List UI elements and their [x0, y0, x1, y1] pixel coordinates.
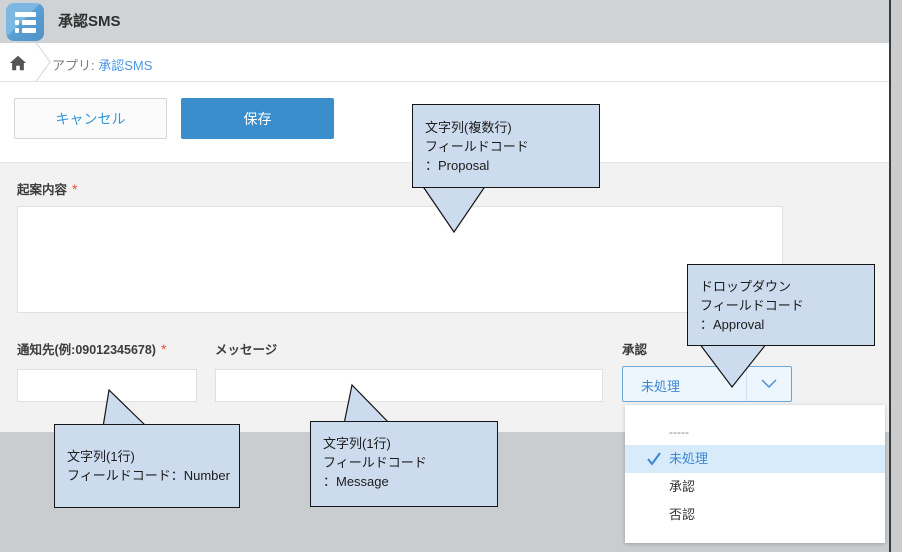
- dropdown-option-label: -----: [669, 425, 689, 439]
- callout-tail-approval: [687, 341, 807, 388]
- required-marker: *: [160, 341, 167, 357]
- dropdown-option-label: 承認: [669, 479, 696, 494]
- number-label-text: 通知先(例:09012345678): [17, 343, 156, 357]
- callout-approval: ドロップダウン フィールドコード ：Approval: [687, 264, 875, 346]
- proposal-textarea[interactable]: [17, 206, 783, 313]
- dropdown-option-label: 否認: [669, 507, 696, 522]
- callout-message: 文字列(1行) フィールドコード ：Message: [310, 421, 498, 507]
- icon-bar: [22, 28, 36, 33]
- proposal-label-text: 起案内容: [17, 183, 68, 197]
- breadcrumb-app-link[interactable]: 承認SMS: [98, 58, 153, 73]
- message-label: メッセージ: [215, 343, 278, 357]
- home-icon[interactable]: [9, 54, 27, 72]
- dropdown-option-approve[interactable]: 承認: [625, 473, 885, 501]
- dropdown-option-blank[interactable]: -----: [625, 415, 885, 445]
- proposal-label: 起案内容 *: [17, 179, 77, 198]
- check-icon: [647, 452, 661, 466]
- callout-number-text: 文字列(1行) フィールドコード：Number: [67, 449, 230, 483]
- list-app-icon: [6, 3, 44, 41]
- approval-dropdown-menu[interactable]: ----- 未処理 承認 否認: [625, 405, 885, 543]
- breadcrumb-prefix: アプリ:: [52, 58, 99, 73]
- app-title: 承認SMS: [58, 13, 121, 30]
- required-marker: *: [72, 181, 78, 197]
- message-input[interactable]: [215, 369, 603, 402]
- breadcrumb-text: アプリ: 承認SMS: [52, 55, 152, 74]
- chevron-down-icon: [761, 379, 777, 389]
- approval-label: 承認: [622, 343, 648, 357]
- menu-padding: [625, 529, 885, 543]
- approval-selected-value: 未処理: [641, 379, 681, 394]
- callout-approval-text: ドロップダウン フィールドコード ：Approval: [700, 279, 804, 332]
- icon-bar: [15, 20, 19, 25]
- approval-dropdown[interactable]: 未処理: [622, 366, 792, 402]
- callout-tail-number: [95, 388, 205, 429]
- callout-proposal: 文字列(複数行) フィールドコード ：Proposal: [412, 104, 600, 188]
- cancel-button[interactable]: キャンセル: [14, 98, 167, 139]
- chevron-right-icon: [35, 43, 51, 81]
- save-button[interactable]: 保存: [181, 98, 334, 139]
- icon-bar: [22, 20, 36, 25]
- icon-bar: [15, 12, 36, 17]
- breadcrumb: アプリ: 承認SMS: [0, 43, 889, 82]
- icon-bar: [15, 28, 19, 33]
- callout-tail-message: [338, 383, 448, 426]
- menu-padding: [625, 405, 885, 415]
- callout-tail-proposal: [412, 183, 532, 234]
- dropdown-option-reject[interactable]: 否認: [625, 501, 885, 529]
- dropdown-divider: [746, 367, 747, 401]
- callout-message-text: 文字列(1行) フィールドコード ：Message: [323, 436, 427, 489]
- dropdown-option-label: 未処理: [669, 451, 709, 466]
- dropdown-option-unprocessed[interactable]: 未処理: [625, 445, 885, 473]
- number-label: 通知先(例:09012345678) *: [17, 339, 166, 358]
- callout-proposal-text: 文字列(複数行) フィールドコード ：Proposal: [425, 120, 529, 173]
- app-header: 承認SMS: [0, 0, 889, 43]
- callout-number: 文字列(1行) フィールドコード：Number: [54, 424, 240, 508]
